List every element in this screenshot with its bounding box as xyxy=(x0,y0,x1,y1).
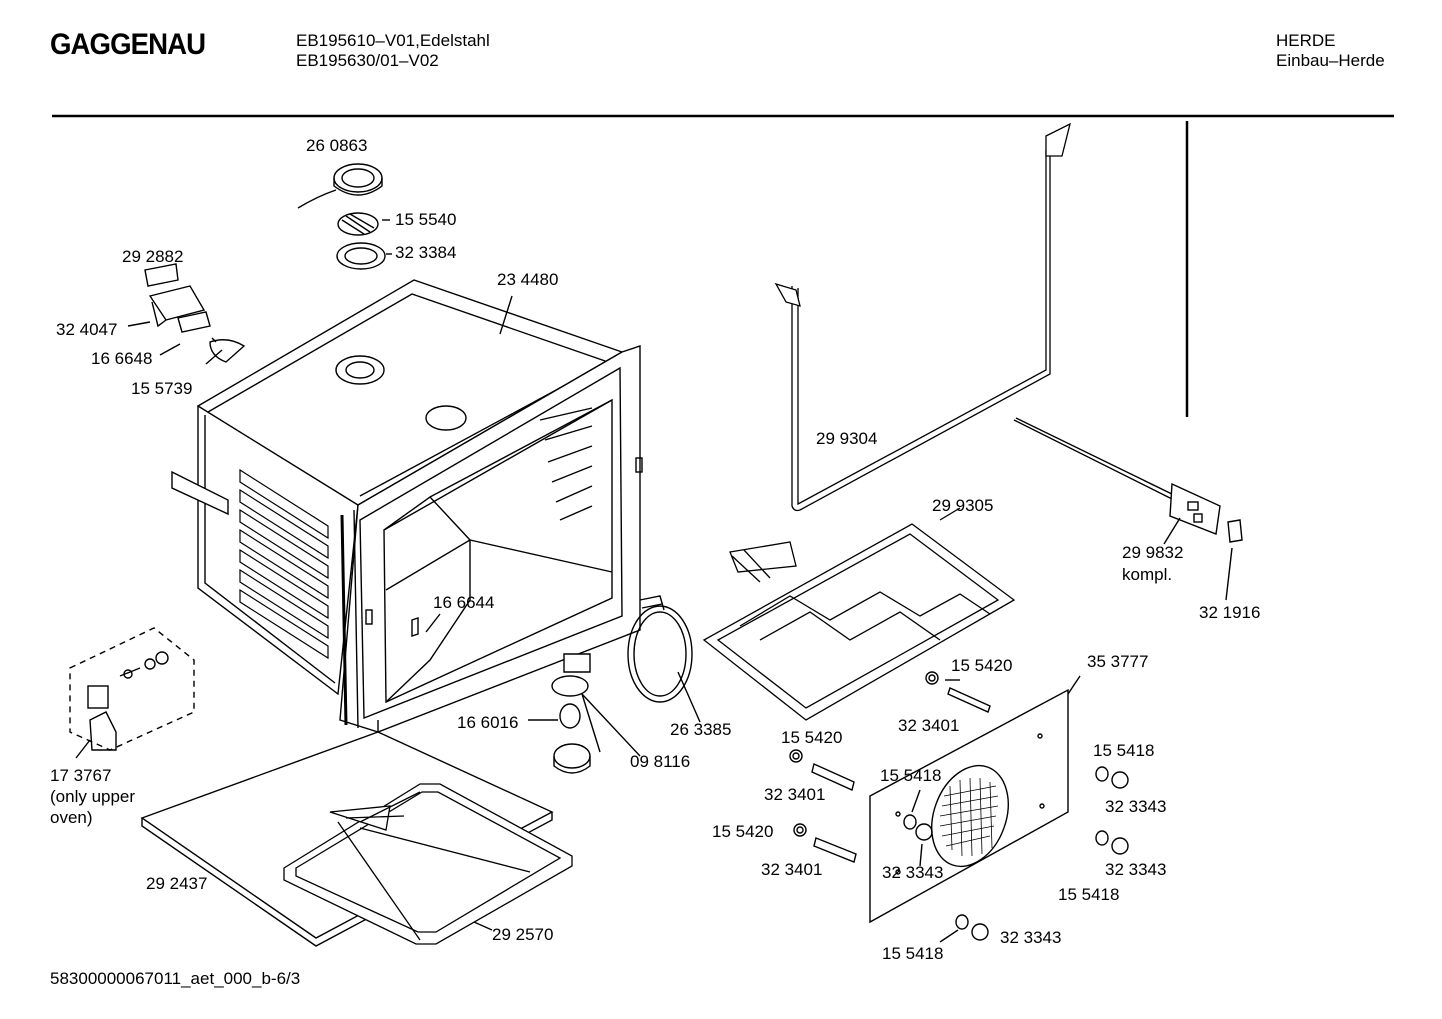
fasteners-drawing xyxy=(789,671,1129,943)
oven-cavity-drawing xyxy=(171,279,643,733)
part-label: 29 2570 xyxy=(492,925,554,944)
ring-heater-drawing xyxy=(627,595,701,723)
part-label: 15 5418 xyxy=(880,766,942,785)
temperature-sensor-drawing xyxy=(1013,417,1243,601)
part-label: 32 3401 xyxy=(764,785,826,804)
grill-element-drawing xyxy=(702,507,1016,721)
part-label: 32 3384 xyxy=(395,243,457,262)
part-label: 15 5420 xyxy=(781,728,843,747)
part-label: 16 6016 xyxy=(457,713,519,732)
part-label: 32 3343 xyxy=(1105,860,1167,879)
part-label: 26 3385 xyxy=(670,720,732,739)
part-label: 17 3767 xyxy=(50,766,112,785)
part-label: 15 5540 xyxy=(395,210,457,229)
part-label: 16 6644 xyxy=(433,593,495,612)
part-label: 16 6648 xyxy=(91,349,153,368)
part-label: 15 5420 xyxy=(951,656,1013,675)
part-label: 29 2437 xyxy=(146,874,208,893)
part-label: kompl. xyxy=(1122,565,1173,584)
part-label: 32 3401 xyxy=(898,716,960,735)
switch-assembly-drawing xyxy=(127,263,246,365)
part-label: 15 5418 xyxy=(1058,885,1120,904)
part-label: 15 5418 xyxy=(1093,741,1155,760)
part-label: 29 9304 xyxy=(816,429,878,448)
part-label: 32 3343 xyxy=(882,863,944,882)
part-label: 15 5420 xyxy=(712,822,774,841)
part-label: 32 1916 xyxy=(1199,603,1261,622)
category-line-2: Einbau–Herde xyxy=(1276,51,1385,70)
brand-logo: GAGGENAU xyxy=(50,28,206,61)
document-code: 58300000067011_aet_000_b-6/3 xyxy=(50,969,301,988)
part-label: 29 2882 xyxy=(122,247,184,266)
part-label: 29 9832 xyxy=(1122,543,1184,562)
back-panel-drawing xyxy=(869,675,1081,924)
model-line-1: EB195610–V01,Edelstahl xyxy=(296,31,490,50)
part-label: 09 8116 xyxy=(630,752,691,771)
part-label: 32 3343 xyxy=(1000,928,1062,947)
part-label: (only upper xyxy=(50,787,136,806)
part-label: 23 4480 xyxy=(497,270,559,289)
part-label: 32 3401 xyxy=(761,860,823,879)
category-line-1: HERDE xyxy=(1276,31,1336,50)
part-label: 15 5739 xyxy=(131,379,193,398)
part-label: 32 4047 xyxy=(56,320,118,339)
model-line-2: EB195630/01–V02 xyxy=(296,51,439,70)
oven-lamp-drawing xyxy=(528,653,641,774)
part-label: 29 9305 xyxy=(932,496,994,515)
top-lamp-assembly-drawing xyxy=(297,163,392,270)
part-label: 35 3777 xyxy=(1087,652,1149,671)
top-grill-element-drawing xyxy=(774,122,1071,512)
part-label: 32 3343 xyxy=(1105,797,1167,816)
part-label: oven) xyxy=(50,808,93,827)
part-label: 15 5418 xyxy=(882,944,944,963)
part-label: 26 0863 xyxy=(306,136,368,155)
bottom-heater-drawing xyxy=(283,783,573,945)
optional-part-box-drawing xyxy=(69,627,195,759)
